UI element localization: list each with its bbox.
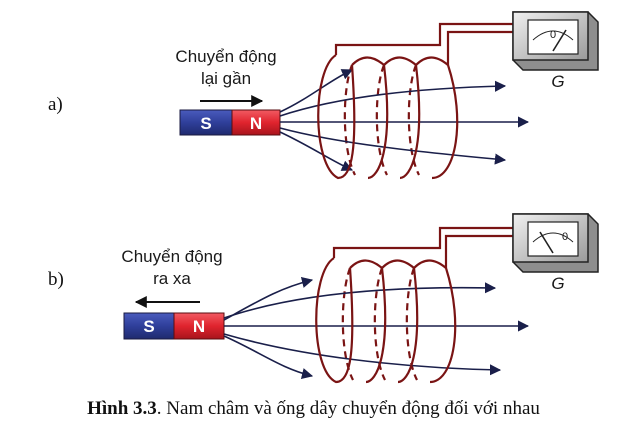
coil-b (315, 226, 513, 384)
meter-b-zero: 0 (562, 231, 568, 243)
magnet-b-north (173, 312, 225, 340)
panel-a: a) Chuyển động lại gần S N (48, 11, 599, 180)
caption-number: Hình 3.3 (87, 398, 157, 419)
galvanometer-b: 0 G (512, 213, 599, 293)
panel-a-label: a) (48, 94, 63, 115)
panel-b-label: b) (48, 269, 64, 290)
meter-a-needle (552, 29, 567, 52)
galvanometer-b-label: G (551, 274, 564, 293)
galvanometer-a-label: G (551, 72, 564, 91)
meter-b-needle (539, 231, 554, 254)
magnet-a-n-label: N (250, 114, 262, 133)
motion-label-a-line1: Chuyển động (175, 47, 276, 66)
figure-caption: Hình 3.3. Nam châm và ống dây chuyển độn… (0, 398, 627, 420)
caption-text: . Nam châm và ống dây chuyển động đối vớ… (156, 398, 540, 419)
magnet-a: S N (179, 109, 281, 136)
meter-a-zero: 0 (550, 29, 556, 41)
field-lines-a (279, 69, 530, 171)
magnet-a-north (231, 109, 281, 136)
magnet-b-south (123, 312, 175, 340)
magnet-b-n-label: N (193, 317, 205, 336)
magnet-b-s-label: S (143, 317, 154, 336)
galvanometer-a: 0 G (512, 11, 599, 91)
motion-label-b-line2: ra xa (153, 269, 191, 288)
magnet-a-s-label: S (200, 114, 211, 133)
panel-b: b) Chuyển động ra xa S N (48, 213, 599, 384)
coil-a (317, 22, 513, 180)
motion-label-b-line1: Chuyển động (121, 247, 222, 266)
field-lines-b (223, 277, 530, 379)
motion-label-a-line2: lại gần (201, 69, 251, 88)
magnet-b: S N (123, 312, 225, 340)
